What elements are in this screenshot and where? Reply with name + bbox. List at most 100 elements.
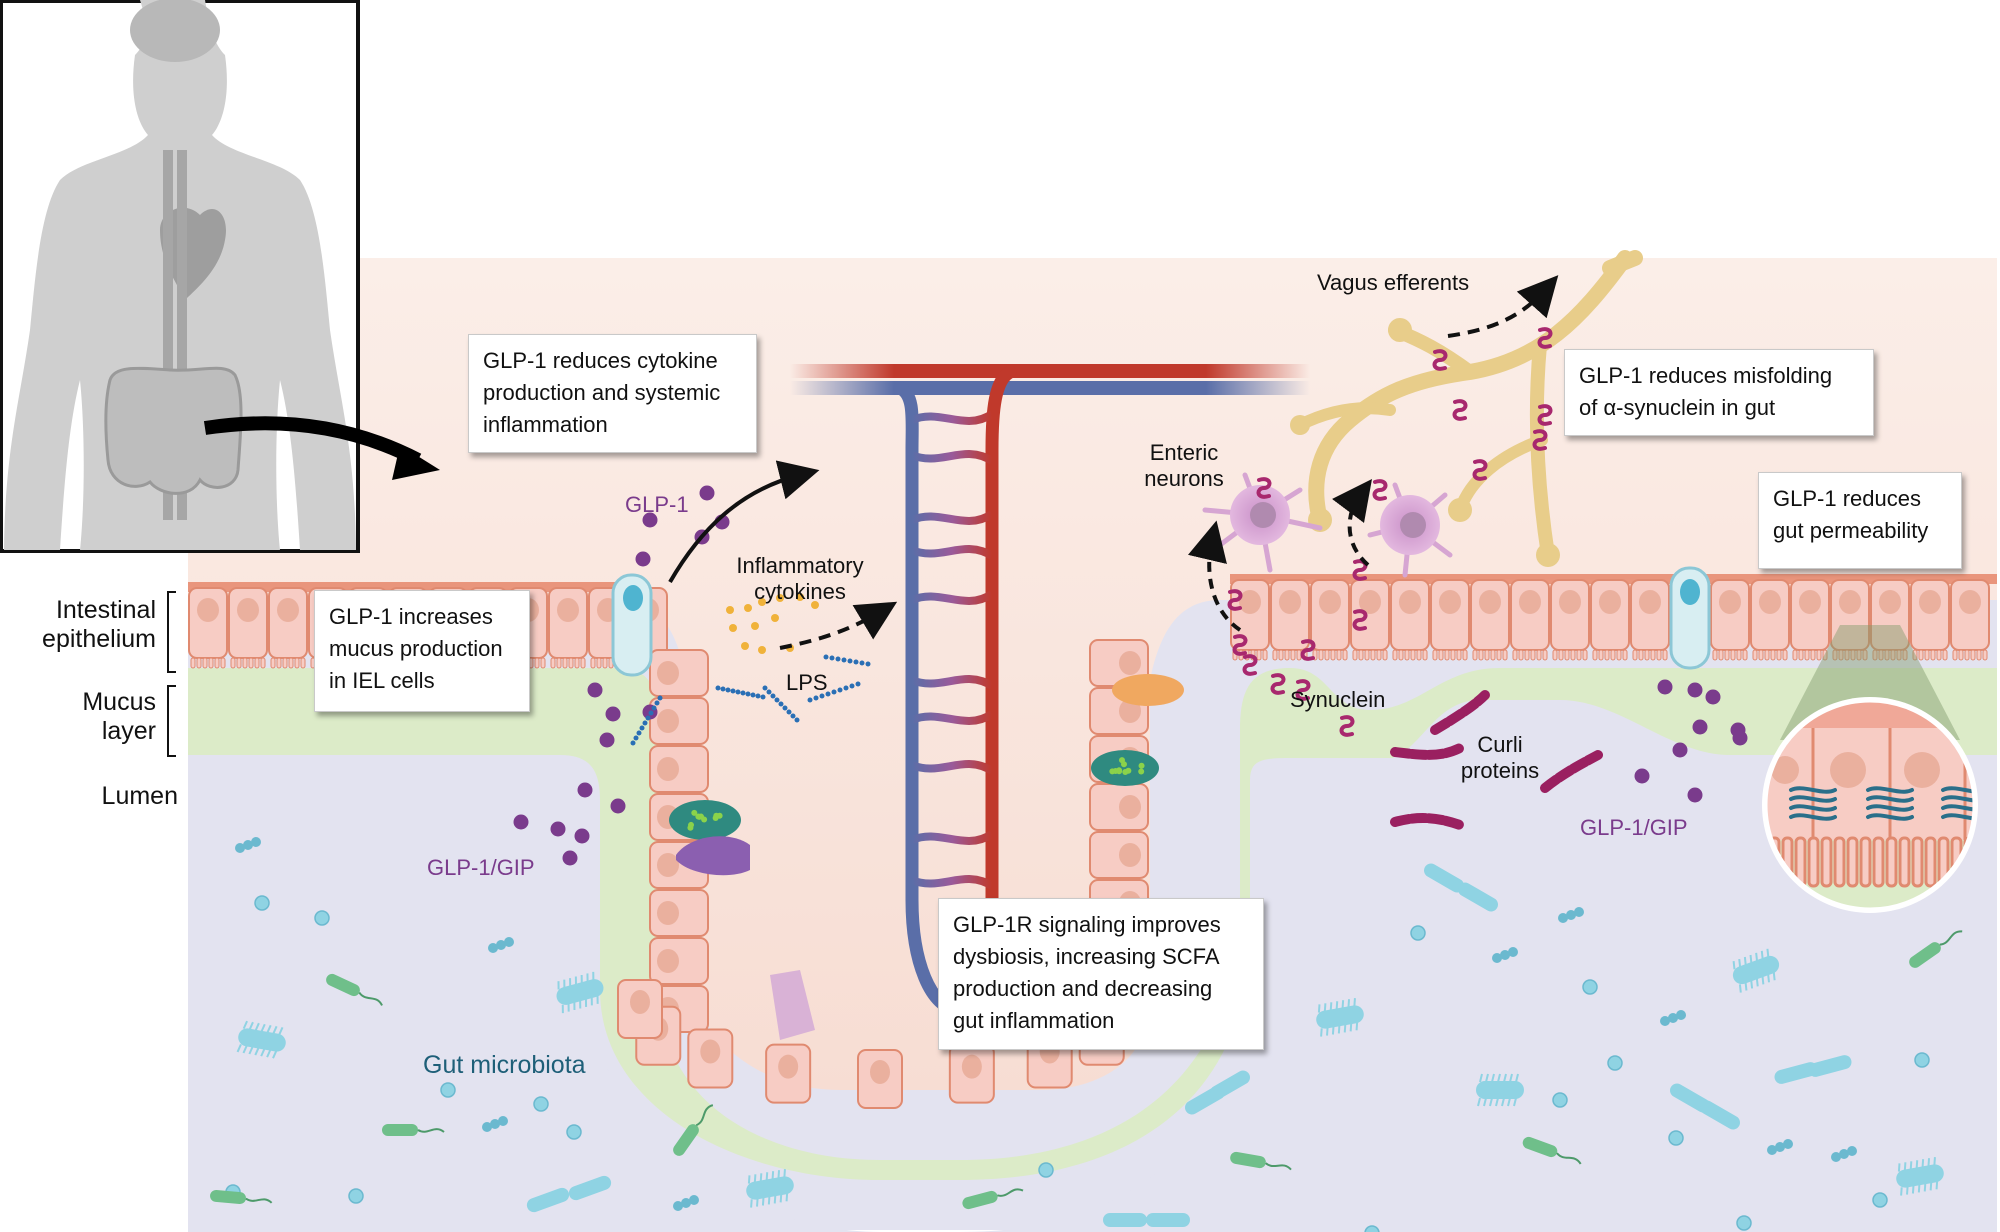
cell-nucleus bbox=[1839, 590, 1861, 614]
microvillus bbox=[1971, 650, 1975, 660]
label-inflammatory-cytokines: Inflammatory cytokines bbox=[720, 553, 880, 605]
coccus-icon bbox=[255, 896, 269, 910]
microvillus bbox=[1809, 838, 1818, 886]
microvillus bbox=[1931, 650, 1935, 660]
cell-nucleus bbox=[1639, 590, 1661, 614]
coccus-icon bbox=[567, 1125, 581, 1139]
cell-nucleus bbox=[657, 901, 679, 925]
microvillus bbox=[1405, 650, 1409, 660]
coccus-icon bbox=[1039, 1163, 1053, 1177]
cell-nucleus bbox=[1599, 590, 1621, 614]
cell-nucleus bbox=[1319, 590, 1341, 614]
microvillus bbox=[1439, 650, 1443, 660]
microvillus bbox=[1371, 650, 1375, 660]
microvillus bbox=[1423, 650, 1427, 660]
microvillus bbox=[551, 658, 555, 668]
artery-top bbox=[790, 364, 1310, 378]
coccus-icon bbox=[1583, 980, 1597, 994]
microvillus bbox=[1343, 650, 1347, 660]
label-lps: LPS bbox=[786, 670, 828, 696]
microvillus bbox=[1651, 650, 1655, 660]
cell-nucleus bbox=[1479, 590, 1501, 614]
label-enteric-neurons: Enteric neurons bbox=[1128, 440, 1240, 492]
microvillus bbox=[1937, 650, 1941, 660]
cell-nucleus bbox=[1279, 590, 1301, 614]
coccus-icon bbox=[1737, 1216, 1751, 1230]
microvillus bbox=[1383, 650, 1387, 660]
microvillus bbox=[1537, 650, 1541, 660]
microvillus bbox=[1599, 650, 1603, 660]
granule bbox=[1125, 768, 1131, 774]
lps-particle-icon bbox=[652, 706, 657, 711]
microvillus bbox=[1291, 650, 1295, 660]
glp1-molecule-icon bbox=[600, 733, 615, 748]
microvillus bbox=[1571, 650, 1575, 660]
granule bbox=[691, 810, 697, 816]
microvillus bbox=[1965, 650, 1969, 660]
microvillus bbox=[191, 658, 195, 668]
lps-particle-icon bbox=[856, 682, 861, 687]
microvillus bbox=[197, 658, 201, 668]
bacillus-icon bbox=[1146, 1213, 1190, 1227]
granule bbox=[698, 814, 704, 820]
glp1-molecule-icon bbox=[1688, 788, 1703, 803]
lps-particle-icon bbox=[866, 662, 871, 667]
microvillus bbox=[1451, 650, 1455, 660]
lps-particle-icon bbox=[726, 688, 731, 693]
microvillus bbox=[1731, 650, 1735, 660]
microvillus bbox=[1605, 650, 1609, 660]
microvillus bbox=[1743, 650, 1747, 660]
microvillus bbox=[1503, 650, 1507, 660]
microvillus bbox=[1485, 650, 1489, 660]
cell-nucleus bbox=[1119, 651, 1141, 675]
glp1-molecule-icon bbox=[1673, 743, 1688, 758]
microvillus bbox=[277, 658, 281, 668]
bracket-epithelium bbox=[168, 592, 176, 672]
microvillus bbox=[1771, 650, 1775, 660]
box-cytokine-reduction: GLP-1 reduces cytokine production and sy… bbox=[468, 334, 757, 453]
microvillus bbox=[1325, 650, 1329, 660]
cell-nucleus bbox=[657, 949, 679, 973]
lps-particle-icon bbox=[775, 698, 780, 703]
microvillus bbox=[1725, 650, 1729, 660]
microvillus bbox=[1793, 650, 1797, 660]
enteroendocrine-cell bbox=[1091, 750, 1159, 786]
microvillus bbox=[1577, 650, 1581, 660]
microvillus bbox=[1805, 650, 1809, 660]
coccus-icon bbox=[1915, 1053, 1929, 1067]
microvillus bbox=[1273, 650, 1277, 660]
microvillus bbox=[1759, 650, 1763, 660]
microvillus bbox=[1417, 650, 1421, 660]
microvillus bbox=[1848, 838, 1857, 886]
microvillus bbox=[1617, 650, 1621, 660]
coccus-icon bbox=[1873, 1193, 1887, 1207]
glp1-molecule-icon bbox=[1635, 769, 1650, 784]
glp1-molecule-icon bbox=[1733, 731, 1748, 746]
bacillus-icon bbox=[1103, 1213, 1147, 1227]
microvillus bbox=[249, 658, 253, 668]
cell-nucleus bbox=[1119, 843, 1141, 867]
microvillus bbox=[1353, 650, 1357, 660]
cell-nucleus bbox=[1439, 590, 1461, 614]
microvillus bbox=[1835, 838, 1844, 886]
lps-particle-icon bbox=[658, 696, 663, 701]
microvillus bbox=[535, 658, 539, 668]
microvillus bbox=[255, 658, 259, 668]
glp1-molecule-icon bbox=[1688, 683, 1703, 698]
box-synuclein-misfolding: GLP-1 reduces misfolding of α-synuclein … bbox=[1564, 349, 1874, 436]
lps-particle-icon bbox=[631, 741, 636, 746]
microvillus bbox=[261, 658, 265, 668]
microvillus bbox=[1633, 650, 1637, 660]
microvillus bbox=[1525, 650, 1529, 660]
coccus-icon bbox=[1608, 1056, 1622, 1070]
cell-nucleus bbox=[630, 990, 650, 1014]
glp1-molecule-icon bbox=[611, 799, 626, 814]
streptococcus-icon bbox=[1847, 1146, 1857, 1156]
lps-particle-icon bbox=[646, 716, 651, 721]
microvillus bbox=[209, 658, 213, 668]
cell-nucleus bbox=[657, 709, 679, 733]
streptococcus-icon bbox=[1676, 1010, 1686, 1020]
microvillus bbox=[243, 658, 247, 668]
microvillus bbox=[1765, 650, 1769, 660]
microvillus bbox=[541, 658, 545, 668]
